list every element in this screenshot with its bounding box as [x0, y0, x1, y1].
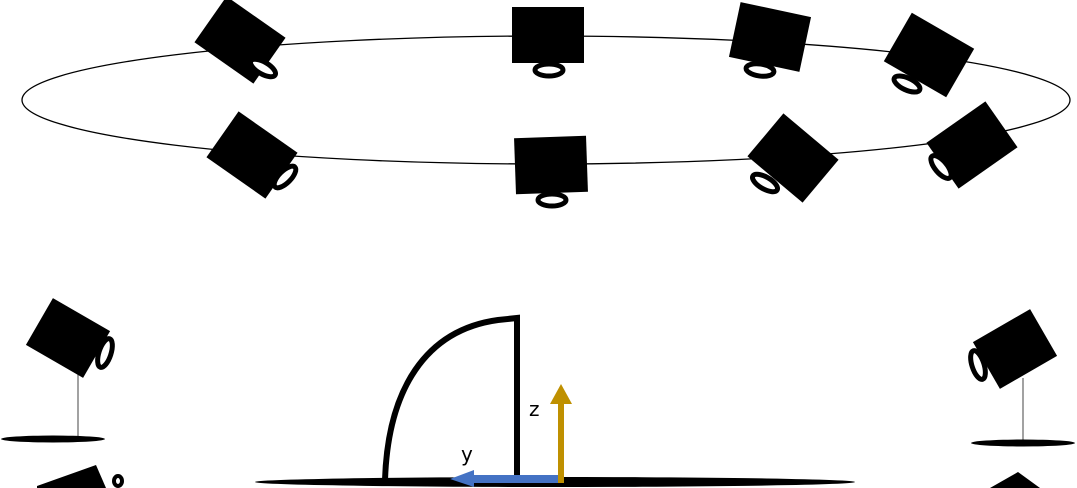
y-axis-arrow [450, 470, 561, 487]
z-axis-arrow [550, 384, 572, 483]
camera-lens-icon [750, 171, 780, 195]
bottom-left-camera-partial [37, 465, 124, 488]
ring-camera [194, 0, 286, 84]
camera-body [728, 2, 812, 72]
camera-body [512, 7, 584, 63]
right-stand-camera [968, 309, 1075, 447]
camera-lens-icon [891, 73, 923, 95]
ring-camera [747, 113, 839, 203]
camera-lens-icon [248, 56, 278, 80]
camera-lens-icon [271, 163, 299, 191]
ring-camera [514, 135, 588, 209]
camera-lens-icon [743, 61, 777, 79]
camera-body [883, 12, 975, 98]
camera-body [514, 135, 588, 195]
camera-lens-icon [535, 191, 569, 209]
ring-camera [883, 12, 975, 98]
camera-body [747, 113, 839, 203]
ring-camera [926, 101, 1018, 189]
camera-lens-icon [532, 61, 566, 79]
z-axis-label: z [529, 397, 540, 421]
object-profile [382, 314, 520, 481]
y-axis-label: y [461, 442, 473, 466]
ring-camera [728, 2, 812, 79]
ring-camera [512, 7, 584, 79]
ring-camera [206, 111, 299, 199]
bottom-right-camera-partial [990, 472, 1040, 488]
camera-lens-icon [928, 153, 954, 181]
left-stand-camera [1, 298, 115, 443]
